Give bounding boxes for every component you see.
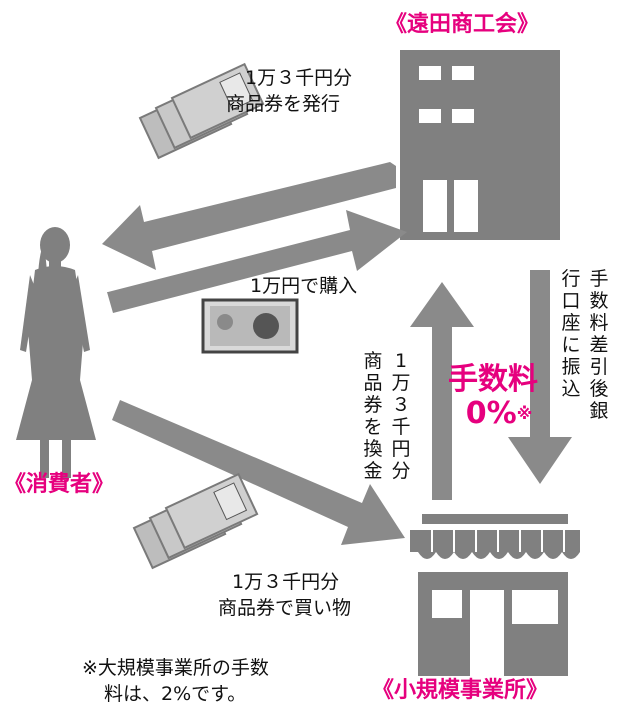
banknote-icon xyxy=(201,298,299,354)
footnote-line1: ※大規模事業所の手数 xyxy=(82,657,269,679)
transfer-text-col2: 行口座に振込 xyxy=(561,268,581,400)
shop-text-line1: 1万３千円分 xyxy=(232,571,340,593)
exchange-text-col2: 商品券を換金 xyxy=(363,350,383,482)
shop-text-line2: 商品券で買い物 xyxy=(218,597,352,619)
arrow-consumer-to-shop xyxy=(112,400,405,545)
issue-text-line1: 1万３千円分 xyxy=(245,67,353,89)
arrows xyxy=(102,162,572,545)
footnote-line2: 料は、2%です。 xyxy=(104,683,247,705)
arrow-purchase-to-association xyxy=(107,210,407,313)
consumer-silhouette-icon xyxy=(16,227,96,478)
shop-icon xyxy=(410,514,580,676)
fee-value: 0% xyxy=(465,396,517,431)
issue-text-line2: 商品券を発行 xyxy=(226,93,341,115)
arrow-issue-to-consumer xyxy=(102,162,396,270)
exchange-text-col1: 1万３千円分 xyxy=(391,350,411,482)
consumer-label: 《消費者》 xyxy=(4,472,115,497)
commerce-building-icon xyxy=(400,50,560,240)
fee-value-row: 0%※ xyxy=(444,398,554,430)
arrow-association-to-shop xyxy=(508,270,572,484)
small-business-label: 《小規模事業所》 xyxy=(372,678,549,703)
commerce-association-label: 《遠田商工会》 xyxy=(385,12,540,37)
voucher-stack-icon-bottom xyxy=(132,472,259,570)
fee-label: 手数料 xyxy=(448,362,538,397)
arrow-shop-to-association xyxy=(410,282,474,500)
fee-note-mark: ※ xyxy=(516,404,533,423)
voucher-stack-icon-top xyxy=(138,62,265,160)
purchase-text: 1万円で購入 xyxy=(250,275,358,297)
transfer-text-col1: 手数料差引後銀 xyxy=(589,268,609,422)
